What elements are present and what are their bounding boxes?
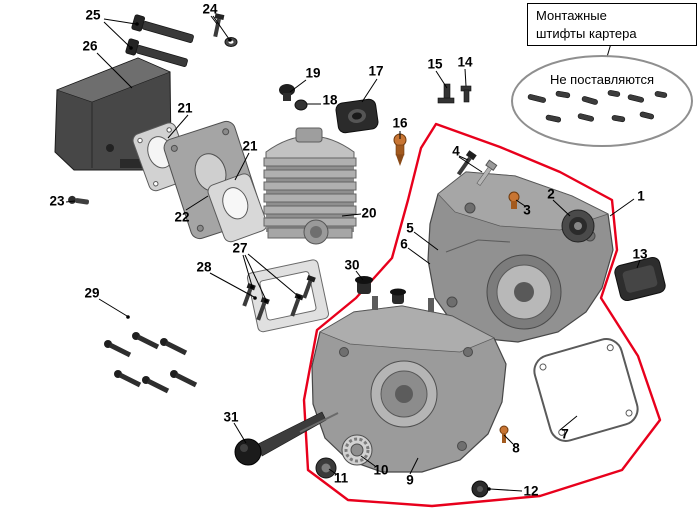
plug-3	[508, 191, 520, 209]
spacer-17	[335, 98, 379, 134]
screws-4	[456, 150, 498, 186]
note-box: Монтажные штифты картера	[527, 3, 697, 47]
cylinder-screws-25	[125, 14, 194, 67]
cylinder-part	[263, 127, 357, 245]
bracket-15	[437, 83, 455, 104]
red-assembly-outline	[302, 122, 662, 508]
callout-8: 8	[512, 440, 520, 456]
note-box-line2: штифты картера	[536, 25, 637, 41]
cover-13	[614, 256, 666, 302]
right-crankcase-part	[427, 171, 614, 343]
callout-29: 29	[84, 285, 100, 301]
not-supplied-ellipse	[511, 55, 693, 147]
callout-2: 2	[547, 186, 555, 202]
not-supplied-label: Не поставляются	[550, 72, 654, 87]
bearing-10	[341, 434, 373, 466]
gasket-7	[533, 338, 639, 442]
callout-21b: 21	[242, 138, 258, 154]
callout-15: 15	[427, 56, 443, 72]
plate-28	[246, 259, 329, 333]
callout-5: 5	[406, 220, 414, 236]
callout-12: 12	[523, 483, 539, 499]
callout-13: 13	[632, 246, 648, 262]
callout-19: 19	[305, 65, 321, 81]
callout-16: 16	[392, 115, 408, 131]
bracket-14	[460, 85, 472, 103]
screw-washer-24	[213, 13, 238, 47]
callout-31: 31	[223, 409, 239, 425]
note-box-line1: Монтажные	[536, 8, 607, 23]
screw-8	[499, 425, 509, 443]
callout-3: 3	[523, 202, 531, 218]
callout-26: 26	[82, 38, 98, 54]
leader-lines	[65, 15, 641, 492]
not-supplied-group: Не поставляются	[511, 39, 693, 147]
callout-9: 9	[406, 472, 414, 488]
grommets-30	[355, 276, 406, 304]
crankshaft-31	[234, 411, 339, 466]
callout-20: 20	[361, 205, 377, 221]
gasket-21b	[207, 173, 268, 243]
decomp-valve-16	[393, 133, 407, 166]
callout-24: 24	[202, 1, 218, 17]
callout-1: 1	[637, 188, 645, 204]
callout-21a: 21	[177, 100, 193, 116]
callout-28: 28	[196, 259, 212, 275]
callout-17: 17	[368, 63, 384, 79]
seal-2	[561, 209, 595, 243]
seal-11	[315, 457, 337, 479]
left-crankcase-part	[311, 296, 507, 473]
callout-7: 7	[561, 426, 569, 442]
callout-4: 4	[452, 143, 460, 159]
callout-30: 30	[344, 257, 360, 273]
callout-11: 11	[333, 470, 349, 486]
callout-23: 23	[49, 193, 65, 209]
callout-27: 27	[232, 240, 248, 256]
callout-18: 18	[322, 92, 338, 108]
callout-6: 6	[400, 236, 408, 252]
plug-12	[471, 480, 489, 498]
screws-29	[104, 332, 198, 394]
callout-25: 25	[85, 7, 101, 23]
callout-10: 10	[373, 462, 389, 478]
dowel-pins	[527, 90, 668, 123]
callout-22: 22	[174, 209, 190, 225]
screw-23	[68, 195, 90, 205]
callout-14: 14	[457, 54, 473, 70]
grommet-18	[294, 99, 308, 111]
plug-19	[279, 84, 295, 101]
